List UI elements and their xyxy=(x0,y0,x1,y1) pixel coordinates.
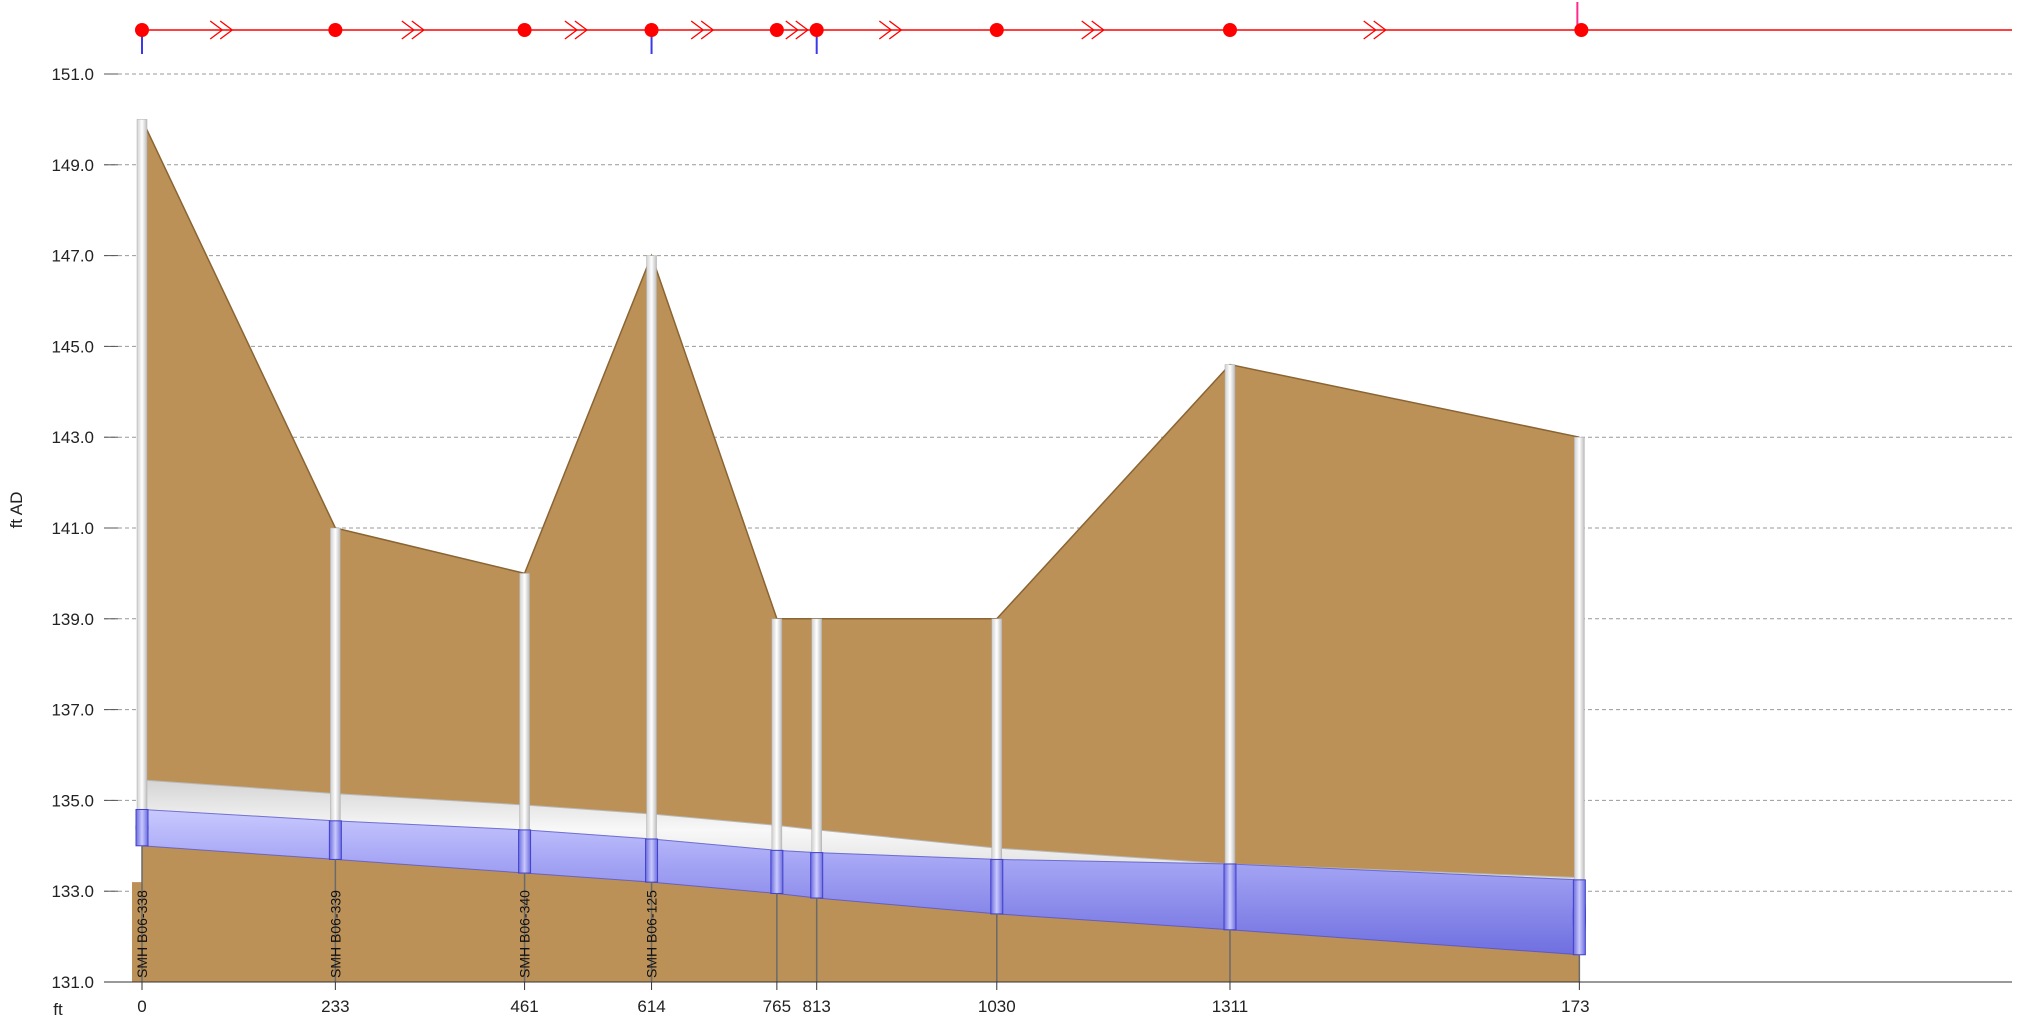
flow-arrow-icon xyxy=(219,20,234,40)
manhole-chamber xyxy=(770,849,784,894)
x-tick-label: 1311 xyxy=(1212,997,1249,1016)
x-tick-label: 765 xyxy=(763,997,791,1016)
node-marker xyxy=(989,23,1004,37)
y-tick-label: 147.0 xyxy=(51,247,94,266)
y-tick-label: 149.0 xyxy=(51,156,94,175)
flow-arrow-icon xyxy=(795,20,809,40)
flow-direction-strip xyxy=(135,2,2012,54)
node-marker xyxy=(517,23,532,37)
flow-arrow-icon xyxy=(564,20,578,40)
manhole-label: SMH B06-339 xyxy=(327,890,343,978)
manhole-chamber xyxy=(135,808,149,847)
flow-arrow-icon xyxy=(878,20,893,40)
ground-area xyxy=(142,119,1580,982)
x-axis-unit-label: ft xyxy=(53,1000,63,1017)
flow-arrow-icon xyxy=(574,20,588,40)
manhole-shaft xyxy=(646,255,657,840)
x-tick-label: 614 xyxy=(637,997,665,1016)
manhole-shaft xyxy=(811,618,822,853)
manhole-shaft xyxy=(1224,364,1236,865)
node-marker xyxy=(809,23,824,37)
flow-arrow-icon xyxy=(888,20,903,40)
flow-arrow-icon xyxy=(1081,20,1095,40)
manhole-chamber xyxy=(990,858,1004,915)
manholes: SMH B06-338 SMH B06-339 SMH B06-340 SMH B06… xyxy=(134,119,1586,982)
node-marker xyxy=(1574,23,1589,37)
node-marker xyxy=(644,23,659,37)
manhole-shaft xyxy=(1574,436,1585,881)
manhole-shaft xyxy=(991,618,1003,860)
x-tick-label: 813 xyxy=(803,997,831,1016)
manhole-chamber xyxy=(328,820,342,860)
flow-arrow-icon xyxy=(690,20,705,40)
y-tick-label: 151.0 xyxy=(51,65,94,84)
manhole-shaft xyxy=(136,119,148,810)
y-tick-label: 137.0 xyxy=(51,701,94,720)
manhole-label: SMH B06-340 xyxy=(517,890,533,978)
flow-arrow-icon xyxy=(401,20,415,40)
y-axis-label: ft AD xyxy=(7,492,26,529)
manhole-label: SMH B06-338 xyxy=(134,890,150,978)
flow-arrow-icon xyxy=(209,20,224,40)
manhole-chamber xyxy=(645,838,659,883)
x-tick-label: 173 xyxy=(1561,997,1589,1016)
manhole-shaft xyxy=(519,573,530,831)
axes: 131.0 133.0 135.0 137.0 139.0 141.0 143.0 145.0… xyxy=(51,65,2012,1016)
y-tick-label: 133.0 xyxy=(51,882,94,901)
flow-arrow-icon xyxy=(785,20,799,40)
y-tick-label: 139.0 xyxy=(51,610,94,629)
manhole-shaft xyxy=(771,618,783,851)
flow-arrow-icon xyxy=(1363,20,1377,40)
y-tick-label: 131.0 xyxy=(51,973,94,992)
y-tick-label: 145.0 xyxy=(51,337,94,356)
manhole-shaft xyxy=(330,527,341,822)
node-marker xyxy=(1222,23,1237,37)
node-marker xyxy=(769,23,784,37)
x-tick-label: 0 xyxy=(137,997,146,1016)
flow-arrow-icon xyxy=(1091,20,1105,40)
manhole-label: SMH B06-125 xyxy=(644,890,660,978)
flow-arrow-icon xyxy=(411,20,425,40)
node-marker xyxy=(328,23,343,37)
x-tick-label: 1030 xyxy=(978,997,1016,1016)
ground-base-block xyxy=(132,882,142,982)
manhole-chamber xyxy=(1223,863,1237,931)
flow-arrow-icon xyxy=(700,20,715,40)
flow-arrow-icon xyxy=(1373,20,1387,40)
node-marker xyxy=(135,23,149,37)
x-tick-label: 233 xyxy=(321,997,349,1016)
y-tick-label: 141.0 xyxy=(51,519,94,538)
manhole-chamber xyxy=(810,852,824,899)
manhole-chamber xyxy=(1572,879,1586,956)
y-tick-label: 135.0 xyxy=(51,791,94,810)
y-tick-label: 143.0 xyxy=(51,428,94,447)
x-tick-label: 461 xyxy=(510,997,538,1016)
manhole-chamber xyxy=(518,829,532,874)
